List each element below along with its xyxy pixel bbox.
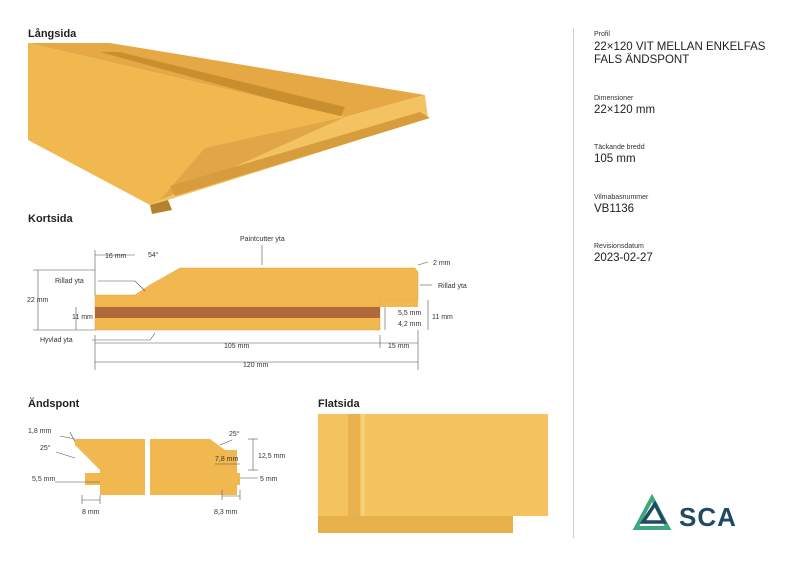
label-22mm: 22 mm [27, 297, 49, 304]
tackande-label: Täckande bredd [594, 144, 645, 151]
vertical-divider [573, 28, 574, 538]
label-5-5mm: 5,5 mm [398, 310, 422, 317]
dimensioner-label: Dimensioner [594, 95, 634, 102]
flatsida-groove [348, 414, 360, 516]
andspont-left-piece [75, 439, 145, 495]
profil-label: Profil [594, 31, 610, 38]
label-120mm: 120 mm [243, 362, 268, 369]
tackande-value: 105 mm [594, 153, 636, 165]
label-12-5mm: 12,5 mm [258, 453, 285, 460]
title-langsida: Långsida [28, 28, 77, 40]
label-1-8mm: 1,8 mm [28, 428, 52, 435]
profil-value-line1: 22×120 VIT MELLAN ENKELFAS [594, 41, 766, 53]
label-5-5mm-andspont: 5,5 mm [32, 476, 56, 483]
label-15mm: 15 mm [388, 343, 410, 350]
revision-label: Revisionsdatum [594, 243, 644, 250]
board-tongue [170, 112, 430, 196]
title-flatsida: Flatsida [318, 398, 360, 410]
label-5mm: 5 mm [260, 476, 278, 483]
andspont-right-piece [150, 439, 240, 495]
label-54deg: 54° [148, 251, 159, 259]
label-11mm-right: 11 mm [432, 314, 453, 321]
label-2mm: 2 mm [433, 260, 451, 267]
board-underside [150, 200, 172, 214]
label-hyvlad: Hyvlad yta [40, 337, 73, 344]
label-rillad-right: Rillad yta [438, 283, 467, 290]
flatsida-highlight [361, 414, 365, 516]
label-16mm: 16 mm [105, 253, 127, 260]
label-rillad-left: Rillad yta [55, 278, 84, 285]
board-groove [100, 52, 345, 118]
label-paintcutter: Paintcutter yta [240, 236, 285, 243]
title-andspont: Ändspont [28, 398, 80, 410]
vilma-label: Vilmabasnummer [594, 194, 649, 201]
sca-logo-text: SCA [679, 502, 737, 532]
label-4-2mm: 4,2 mm [398, 321, 422, 328]
label-8mm: 8 mm [82, 509, 100, 516]
revision-value: 2023-02-27 [594, 252, 653, 264]
kortsida-tongue [380, 300, 418, 307]
profil-value-line2: FALS ÄNDSPONT [594, 54, 690, 66]
flatsida-edge [318, 516, 513, 533]
board-front-face [28, 43, 345, 205]
label-8-3mm: 8,3 mm [214, 509, 238, 516]
label-25deg-right: 25° [229, 430, 240, 438]
kortsida-core-layer [95, 307, 380, 318]
label-7-8mm: 7,8 mm [215, 456, 239, 463]
title-kortsida: Kortsida [28, 213, 73, 225]
label-105mm: 105 mm [224, 343, 249, 350]
label-25deg-left: 25° [40, 444, 51, 452]
dimensioner-value: 22×120 mm [594, 104, 656, 116]
label-11mm-left: 11 mm [72, 314, 93, 321]
vilma-value: VB1136 [594, 203, 635, 215]
